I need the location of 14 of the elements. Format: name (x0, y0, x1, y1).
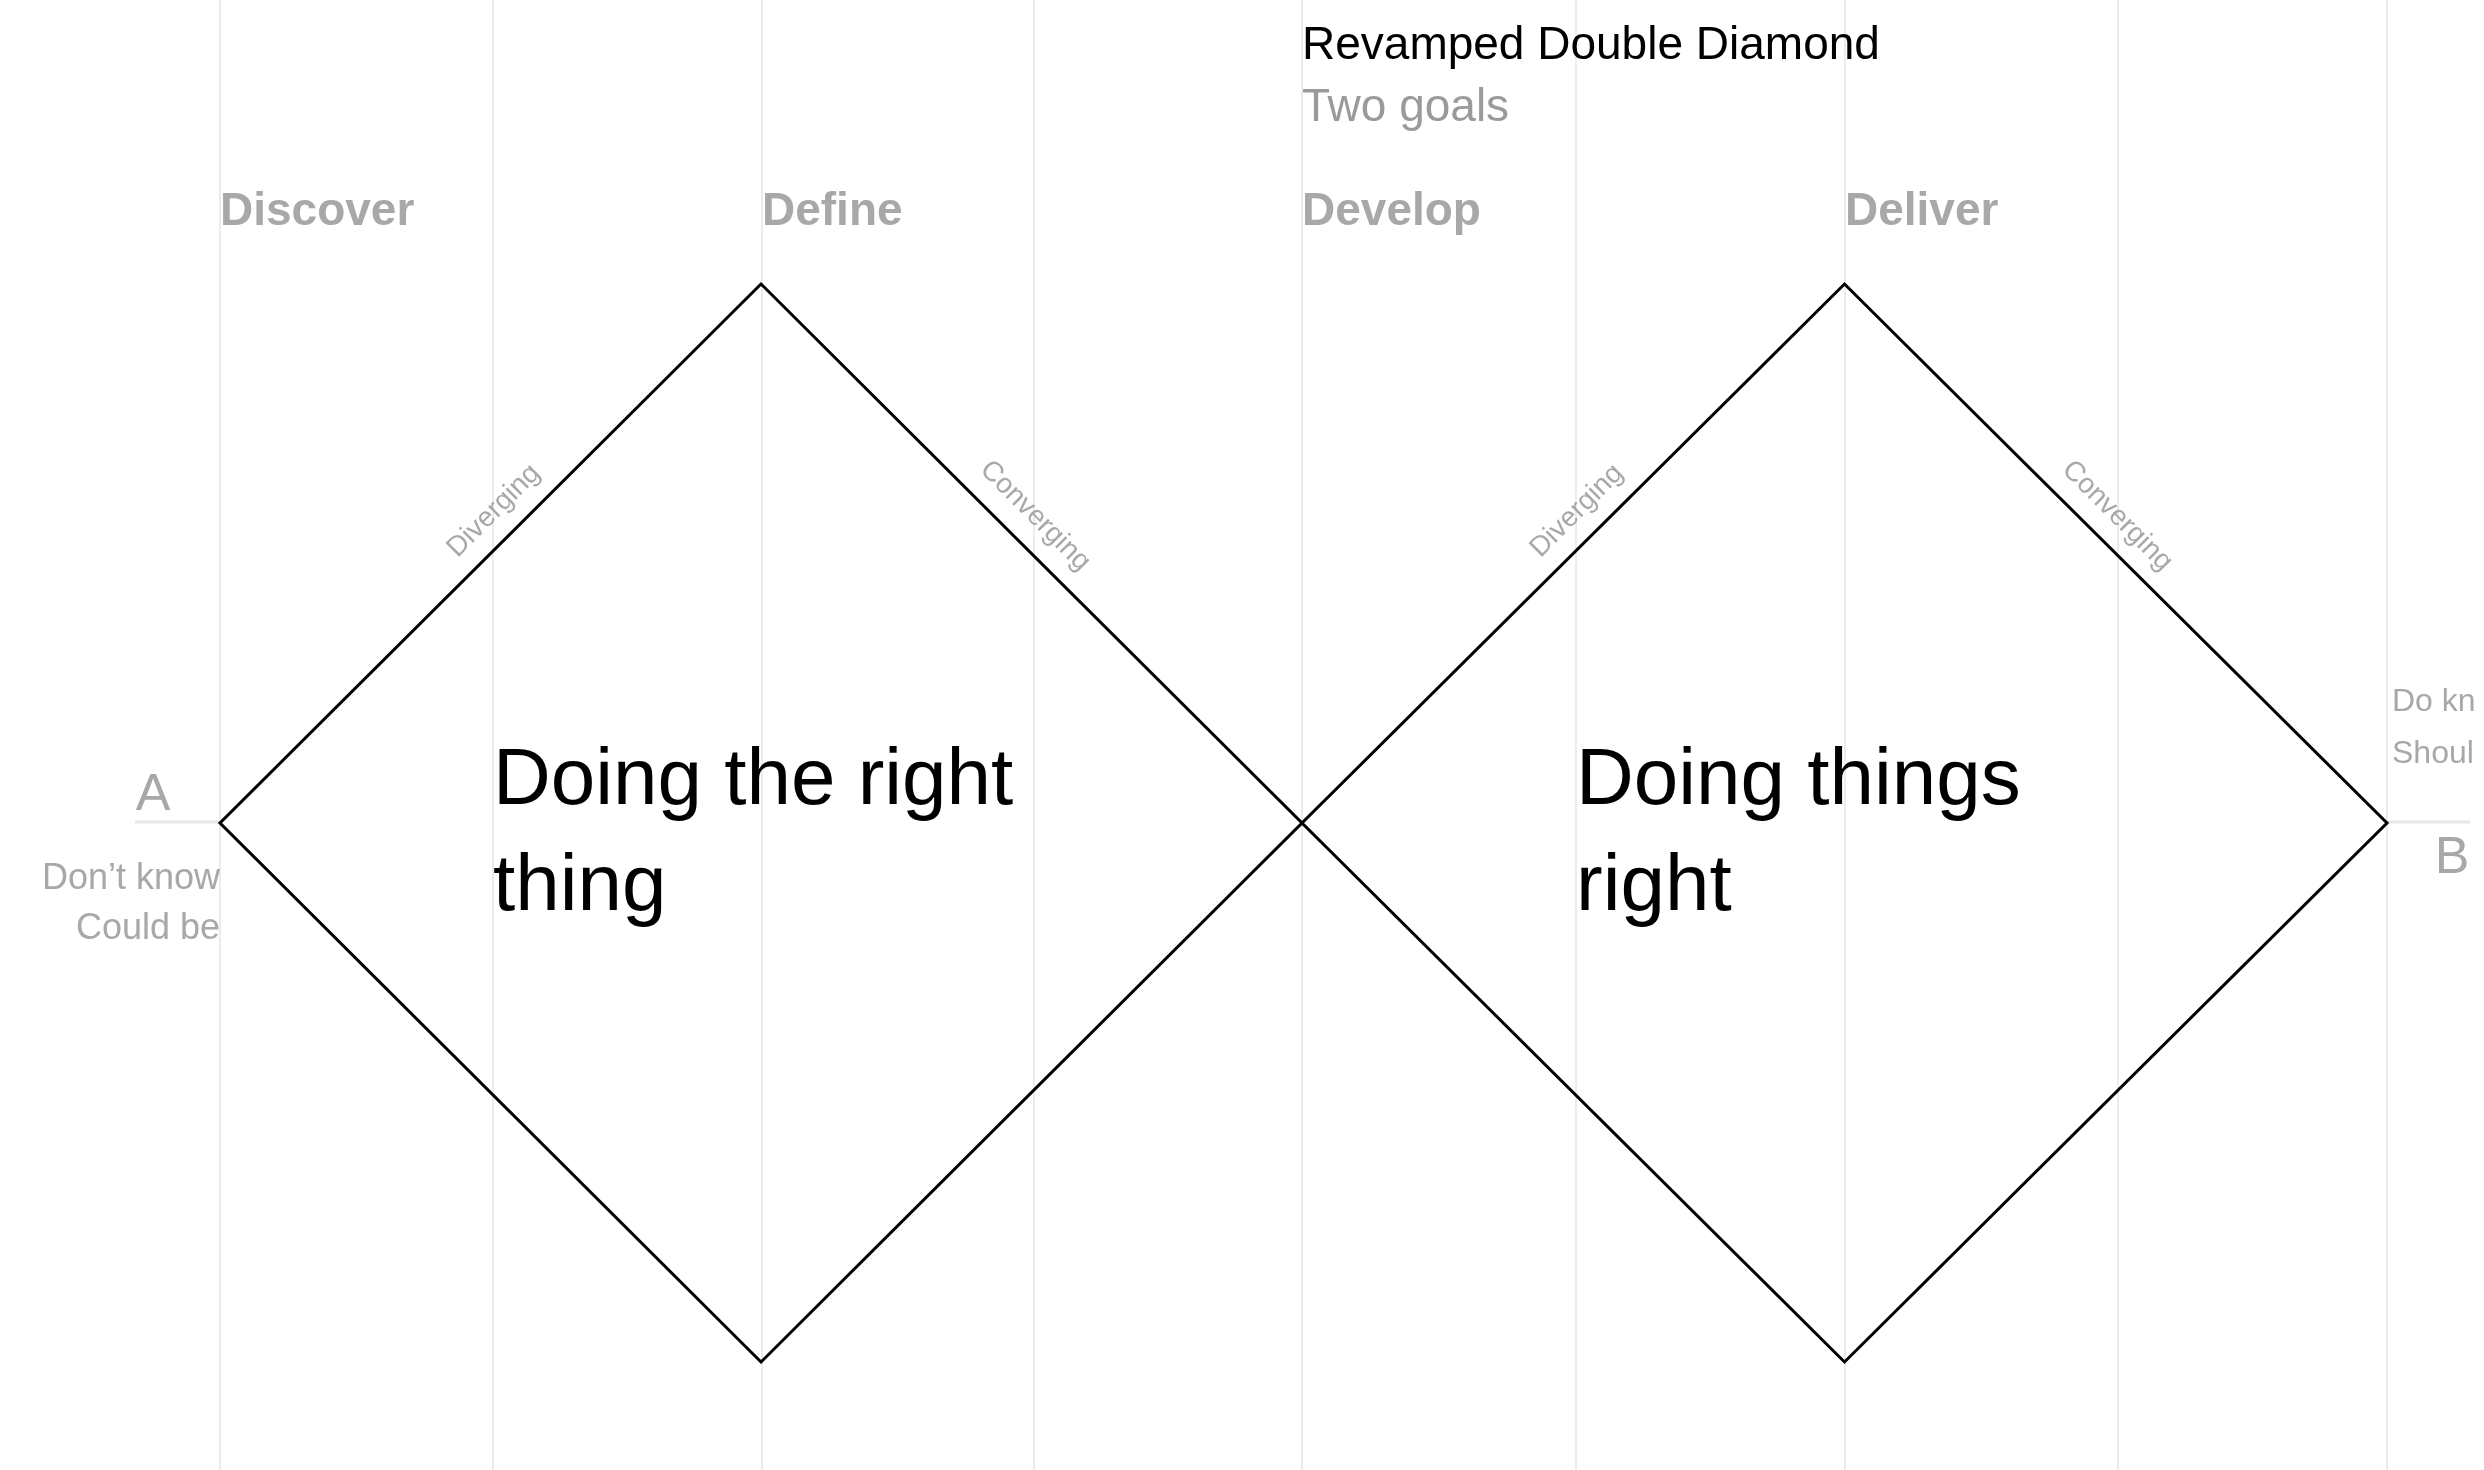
subtitle: Two goals (1302, 78, 1510, 132)
diamond-label: Doing the right thing (493, 731, 1015, 929)
point-label: A (135, 762, 171, 822)
point-description: Shoul (2392, 734, 2474, 771)
phase-label: Deliver (1845, 182, 1999, 236)
phase-label: Develop (1302, 182, 1481, 236)
phase-label: Discover (220, 182, 415, 236)
phase-label: Define (762, 182, 903, 236)
point-label: B (2434, 825, 2470, 885)
point-description: Don’t know (41, 856, 220, 898)
point-description: Could be (75, 906, 220, 948)
diamond-label: Doing things right (1576, 731, 2022, 929)
diagram-title: Revamped Double Diamond (1302, 16, 1880, 70)
point-description: Do kn (2392, 682, 2476, 719)
